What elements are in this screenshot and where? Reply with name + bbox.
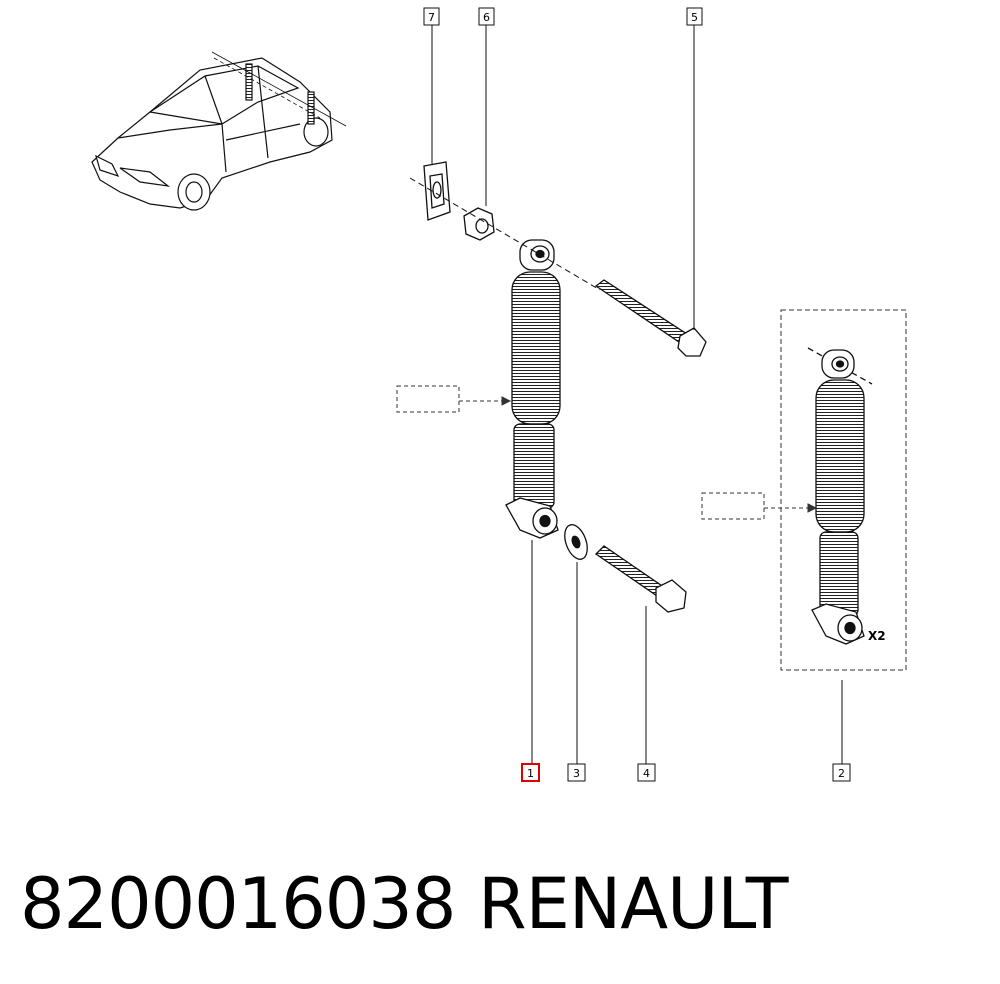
callout-2[interactable]: 2 — [832, 763, 851, 782]
svg-text:1: 1 — [527, 767, 534, 780]
lower-bolt — [594, 545, 687, 613]
callout-5[interactable]: 5 — [686, 7, 703, 26]
callout-4[interactable]: 4 — [637, 763, 656, 782]
brand-caption: RENAULT — [478, 863, 788, 945]
nut — [463, 207, 495, 241]
svg-text:5: 5 — [691, 11, 698, 24]
main-shock-reference-tag — [396, 385, 512, 413]
washer — [564, 524, 588, 560]
svg-text:7: 7 — [428, 11, 435, 24]
callout-1[interactable]: 1 — [521, 763, 540, 782]
svg-text:3: 3 — [573, 767, 580, 780]
svg-text:2: 2 — [838, 767, 845, 780]
svg-text:4: 4 — [643, 767, 650, 780]
upper-assembly-axis — [409, 177, 601, 291]
buffer-plate — [423, 161, 451, 221]
leader-lines — [431, 25, 843, 764]
part-number-caption: 8200016038 — [20, 863, 456, 945]
upper-bolt — [594, 279, 707, 357]
callout-6[interactable]: 6 — [478, 7, 495, 26]
svg-text:6: 6 — [483, 11, 490, 24]
quantity-note: X2 — [868, 629, 886, 643]
shock-absorber-main — [505, 239, 561, 539]
callout-7[interactable]: 7 — [423, 7, 440, 26]
car-illustration — [91, 51, 347, 211]
shock-absorber-kit-group: X2 — [701, 309, 907, 671]
callout-3[interactable]: 3 — [567, 763, 586, 782]
